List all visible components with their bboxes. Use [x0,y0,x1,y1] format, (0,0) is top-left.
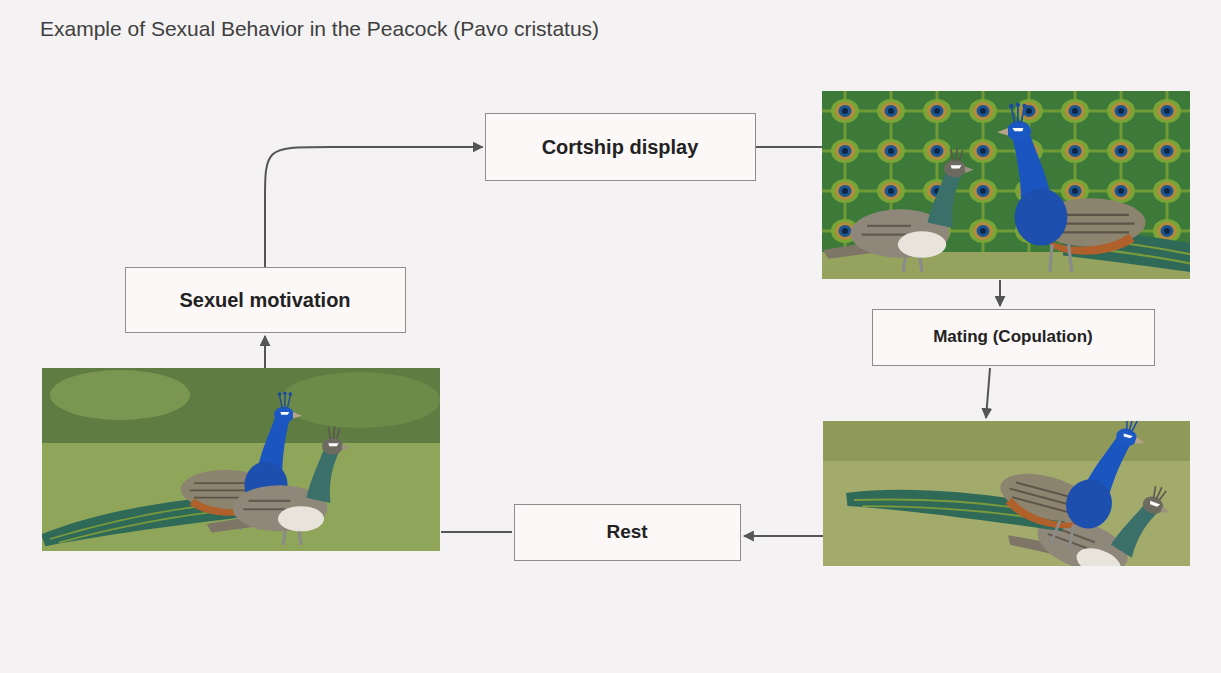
illustration-part [823,148,974,272]
process-box: Rest [514,504,741,561]
process-box: Cortship display [485,113,756,181]
box-label: Sexuel motivation [179,289,350,312]
process-box: Mating (Copulation) [872,309,1155,366]
process-box: Sexuel motivation [125,267,406,333]
illustration-part [999,280,1001,306]
flow-arrow [265,147,483,267]
illustration-part [280,372,440,428]
illustration-part [997,103,1190,279]
slide-title: Example of Sexual Behavior in the Peacoc… [40,17,599,41]
illustration-part [264,336,266,368]
illustration-part [756,146,822,148]
illustration-part [207,426,351,545]
box-label: Cortship display [542,136,699,159]
illustration-part [986,368,990,418]
illustration-part [441,531,512,533]
rest-photo [42,368,440,551]
box-label: Rest [606,521,647,543]
illustration-part [744,535,823,537]
illustration-part [50,370,190,420]
illustration-part [843,421,1151,566]
box-label: Mating (Copulation) [933,327,1093,347]
mating-photo [823,421,1190,566]
illustration-part [42,368,440,443]
courtship-photo [822,91,1190,279]
